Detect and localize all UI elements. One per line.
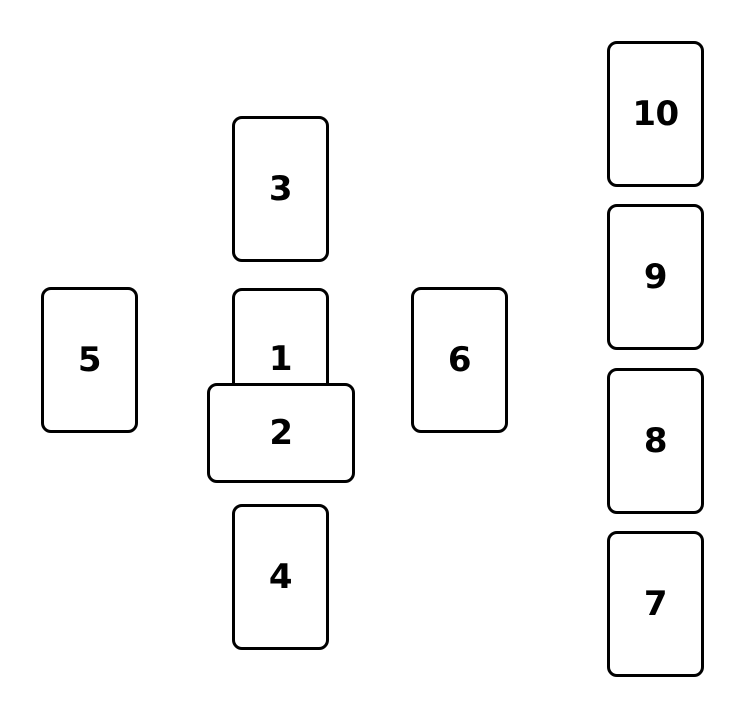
card-9[interactable]: 9 <box>607 204 704 350</box>
card-2[interactable]: 2 <box>207 383 355 483</box>
card-label: 8 <box>643 421 668 461</box>
card-label: 5 <box>77 340 102 380</box>
card-label: 1 <box>268 339 293 379</box>
card-label: 2 <box>269 413 293 453</box>
card-label: 9 <box>643 257 668 297</box>
card-4[interactable]: 4 <box>232 504 329 650</box>
card-label: 7 <box>643 584 668 624</box>
card-7[interactable]: 7 <box>607 531 704 677</box>
card-label: 4 <box>268 557 293 597</box>
card-label: 10 <box>632 94 679 134</box>
card-3[interactable]: 3 <box>232 116 329 262</box>
card-10[interactable]: 10 <box>607 41 704 187</box>
card-label: 3 <box>268 169 293 209</box>
card-6[interactable]: 6 <box>411 287 508 433</box>
card-label: 6 <box>447 340 472 380</box>
card-5[interactable]: 5 <box>41 287 138 433</box>
card-8[interactable]: 8 <box>607 368 704 514</box>
